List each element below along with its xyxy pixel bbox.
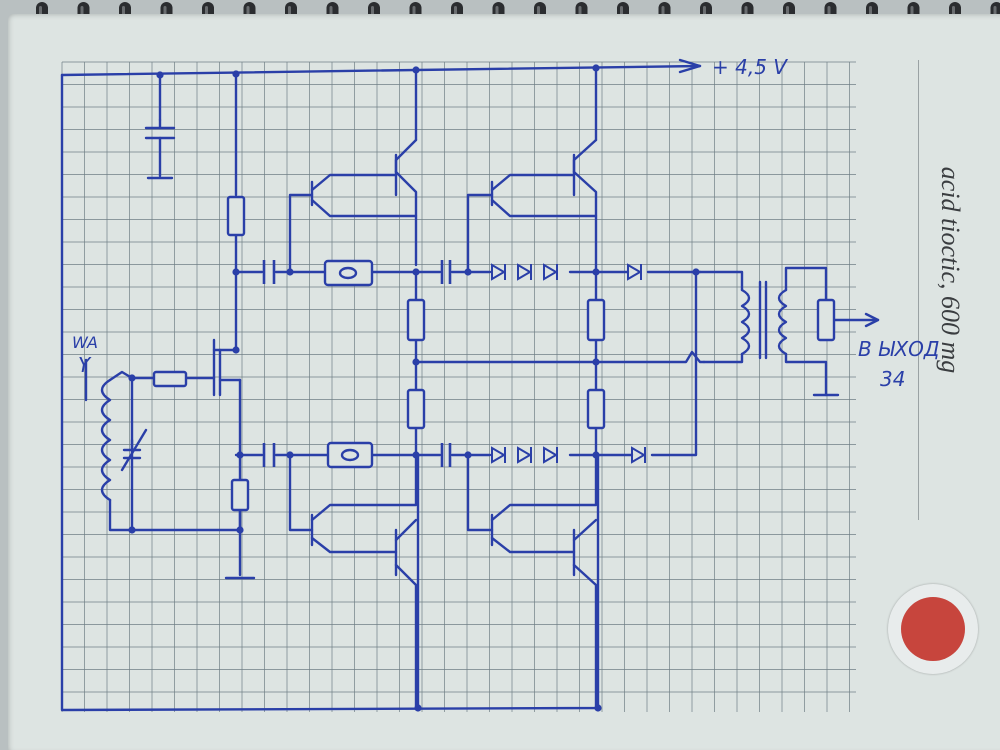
resistor-r7 [152, 370, 188, 388]
resistor-r2 [406, 298, 426, 342]
junction-dots [128, 64, 700, 712]
junction-dot [594, 704, 602, 712]
junction-dot [592, 451, 600, 459]
grid-paper [61, 61, 856, 712]
junction-dot [236, 451, 244, 459]
junction-dot [412, 66, 420, 74]
diode [517, 263, 532, 281]
junction-dot [286, 268, 294, 276]
junction-dot [232, 70, 240, 78]
output-label: В ЫХОД [858, 337, 940, 361]
junction-dot [128, 374, 136, 382]
junction-dot [412, 358, 420, 366]
junction-dot [414, 704, 422, 712]
junction-dot [156, 71, 164, 79]
junction-dot [232, 346, 240, 354]
junction-dot [128, 526, 136, 534]
red-stamp-logo [888, 584, 978, 674]
junction-dot [464, 451, 472, 459]
output-number: 34 [880, 367, 905, 391]
resistor-r4 [406, 388, 426, 430]
diode [543, 263, 558, 281]
junction-dot [592, 64, 600, 72]
capacitors [262, 260, 452, 467]
junction-dot [692, 268, 700, 276]
junction-dot [592, 268, 600, 276]
junction-dot [464, 268, 472, 276]
junction-dot [412, 451, 420, 459]
stamp-center [901, 597, 965, 661]
margin-rule [918, 60, 919, 520]
diode [491, 446, 506, 464]
diode [491, 263, 506, 281]
junction-dot [286, 451, 294, 459]
resistor-r1 [226, 195, 246, 237]
circuit-parts [152, 195, 836, 512]
resistor-r6 [230, 478, 250, 512]
junction-dot [232, 268, 240, 276]
diode [631, 446, 646, 464]
antenna-label: WA [72, 333, 98, 352]
diode [517, 446, 532, 464]
diode [543, 446, 558, 464]
supply-label: + 4,5 V [712, 55, 788, 79]
antenna-symbol: Y [78, 353, 92, 377]
output-potentiometer [816, 298, 836, 342]
resistor-r5 [586, 388, 606, 430]
resistor-r3 [586, 298, 606, 342]
junction-dot [236, 526, 244, 534]
junction-dot [412, 268, 420, 276]
diode-chains [491, 263, 646, 464]
junction-dot [592, 358, 600, 366]
diode [627, 263, 642, 281]
